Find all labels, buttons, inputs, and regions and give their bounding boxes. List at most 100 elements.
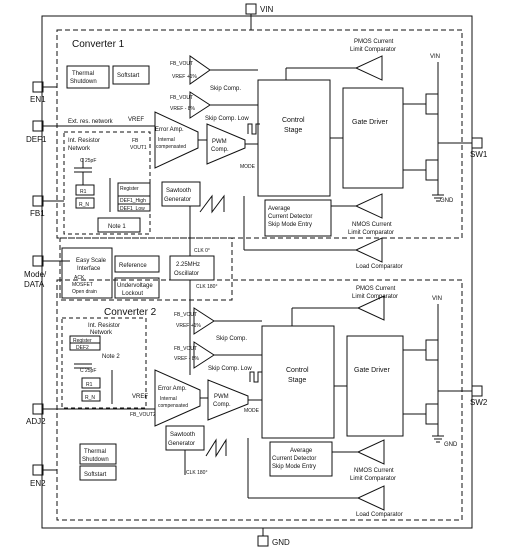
c2-int-res-text1: Int. Resistor	[88, 323, 120, 329]
c1-load-text: Load Comparator	[356, 264, 403, 270]
c1-gate-driver-text: Gate Driver	[352, 119, 388, 126]
c2-nmos-fet	[425, 403, 439, 425]
pin-gnd-label: GND	[272, 538, 290, 547]
c1-thermal-box	[66, 65, 110, 89]
c2-sawtooth-text1: Sawtooth	[170, 432, 195, 438]
pin-gnd[interactable]	[257, 535, 269, 547]
c1-r1-text: R1	[80, 189, 87, 195]
c1-thermal-text2: Shutdown	[70, 79, 97, 85]
c1-vin-text: VIN	[430, 54, 440, 60]
pin-vin[interactable]	[245, 3, 257, 15]
c2-fb-text: FB_VOUT2	[130, 412, 156, 418]
pin-sw2[interactable]	[471, 385, 483, 397]
c2-cap-text: C 25pF	[80, 368, 96, 374]
c1-register	[117, 182, 151, 212]
c1-skip-comp-low-text: Skip Comp. Low	[205, 116, 249, 122]
chip-outline	[41, 15, 473, 529]
c1-thermal-text1: Thermal	[72, 71, 94, 77]
c2-gate-driver	[346, 335, 404, 437]
c1-rn	[75, 197, 95, 209]
c1-internal-text1: Internal	[158, 137, 175, 143]
c1-error-amp	[154, 111, 199, 169]
c2-skip-vref-text: VREF +1%	[176, 323, 201, 329]
c1-int-res-text1: Int. Resistor	[68, 138, 100, 144]
c1-avg-detector	[264, 199, 332, 237]
c2-avg-text1: Average	[290, 448, 313, 454]
c1-nmos-fet	[425, 159, 439, 181]
c2-nmos-comp	[356, 439, 385, 465]
uvlo-text1: Undervoltage	[117, 283, 153, 289]
c1-gate-driver	[342, 87, 404, 189]
c1-softstart-box	[112, 65, 150, 85]
c2-internal-text2: compensated	[158, 403, 188, 409]
c2-int-res-text2: Network	[90, 330, 113, 336]
c1-control-stage	[257, 79, 331, 197]
c1-reg-text1: Register	[120, 186, 139, 192]
c2-title: Converter 2	[104, 307, 157, 318]
c2-sawtooth-text2: Generator	[168, 441, 195, 447]
c2-error-amp	[154, 369, 201, 427]
ack-text3: Open drain	[72, 289, 97, 295]
c2-internal-text1: Internal	[160, 396, 177, 402]
pin-en1-label: EN1	[30, 95, 46, 104]
pin-def1-label: DEF1	[26, 135, 47, 144]
c1-nmos-text2: Limit Comparator	[348, 230, 394, 236]
c1-skip-fb-text: FB_VOUT	[170, 61, 193, 67]
c2-thermal-text2: Shutdown	[82, 457, 109, 463]
c2-skip-comp	[193, 307, 215, 335]
pin-sw1[interactable]	[471, 137, 483, 149]
ack-text2: MOSFET	[72, 282, 93, 288]
c1-softstart-text: Softstart	[117, 73, 140, 79]
c2-avg-text2: Current Detector	[272, 456, 316, 462]
c2-vin-text: VIN	[432, 296, 442, 302]
pin-fb1-label: FB1	[30, 209, 45, 218]
c2-skip-vref2-text: VREF - 8%	[174, 356, 200, 362]
c2-clk180-text: CLK 180°	[186, 470, 207, 476]
c2-softstart-text: Softstart	[84, 472, 107, 478]
c2-mode-text: MODE	[244, 408, 260, 414]
c2-control-text2: Stage	[288, 377, 306, 384]
c1-pmos-text2: Limit Comparator	[350, 47, 396, 53]
c1-note1-box	[97, 217, 141, 233]
c1-avg-text3: Skip Mode Entry	[268, 222, 312, 228]
c2-gnd-text: GND	[444, 442, 458, 448]
c2-control-stage	[261, 325, 335, 439]
c1-skip-vref-text: VREF +1%	[172, 74, 197, 80]
c2-softstart-box	[79, 465, 117, 481]
c1-pwm-comp	[206, 123, 246, 165]
c2-avg-detector	[269, 441, 333, 477]
c1-pmos-fet	[425, 93, 439, 115]
c2-pwm-text2: Comp.	[213, 402, 231, 408]
c2-thermal-text1: Thermal	[84, 449, 106, 455]
uvlo-box	[114, 277, 160, 299]
c2-pmos-fet	[425, 339, 439, 361]
pin-vin-label: VIN	[260, 5, 274, 14]
c2-r1-text: R1	[86, 382, 93, 388]
pin-sw2-label: SW2	[470, 398, 488, 407]
c2-pmos-text1: PMOS Current	[356, 286, 396, 292]
c1-r1	[75, 184, 95, 196]
oscillator-box	[169, 255, 215, 281]
c1-sawtooth-text1: Sawtooth	[166, 188, 191, 194]
clk180-text: CLK 180°	[196, 284, 217, 290]
c1-avg-text1: Average	[268, 206, 291, 212]
c1-clk0-text: CLK 0°	[194, 248, 210, 254]
c2-resistor-network	[61, 317, 147, 409]
c2-r1	[81, 377, 101, 389]
pin-data-label: DATA	[24, 280, 45, 289]
c1-vref-text: VREF	[128, 117, 144, 123]
c2-note-text: Note 2	[102, 354, 120, 360]
reference-text: Reference	[119, 263, 147, 269]
c1-pwm-text1: PWM	[212, 139, 227, 145]
c2-thermal-box	[79, 443, 117, 465]
easy-text1: Easy Scale	[76, 258, 107, 264]
c1-int-res-text2: Network	[68, 146, 91, 152]
c2-reg-text1: Register	[73, 338, 92, 344]
pin-sw1-label: SW1	[470, 150, 488, 159]
c1-title: Converter 1	[72, 39, 125, 50]
osc-text1: 2.25MHz	[176, 262, 200, 268]
c1-skip-comp	[189, 55, 211, 85]
c2-nmos-text1: NMOS Current	[354, 468, 394, 474]
c2-pwm-comp	[207, 379, 249, 421]
reference-box	[114, 255, 160, 273]
